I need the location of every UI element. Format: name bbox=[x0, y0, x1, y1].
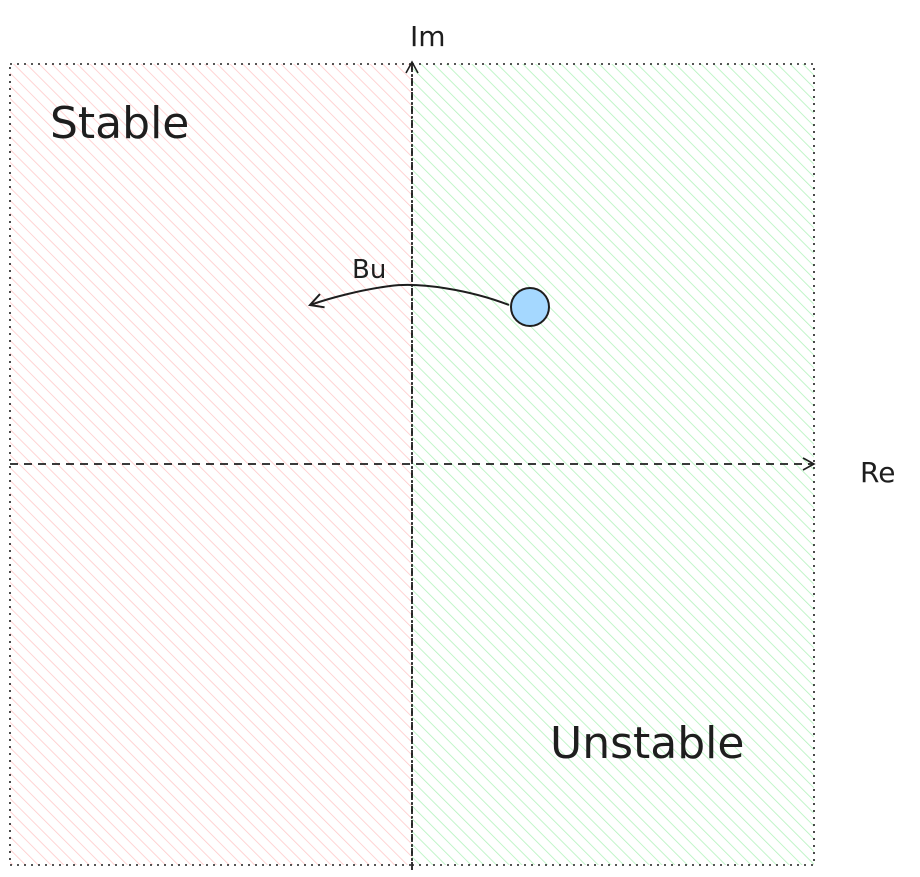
feedback-arrow bbox=[310, 283, 510, 305]
imaginary-axis-label: Im bbox=[410, 20, 446, 53]
feedback-arrow-label: Bu bbox=[352, 255, 386, 285]
real-axis-label: Re bbox=[860, 456, 895, 489]
pole-marker bbox=[510, 287, 550, 327]
stable-label: Stable bbox=[50, 98, 189, 149]
unstable-label: Unstable bbox=[550, 718, 744, 769]
